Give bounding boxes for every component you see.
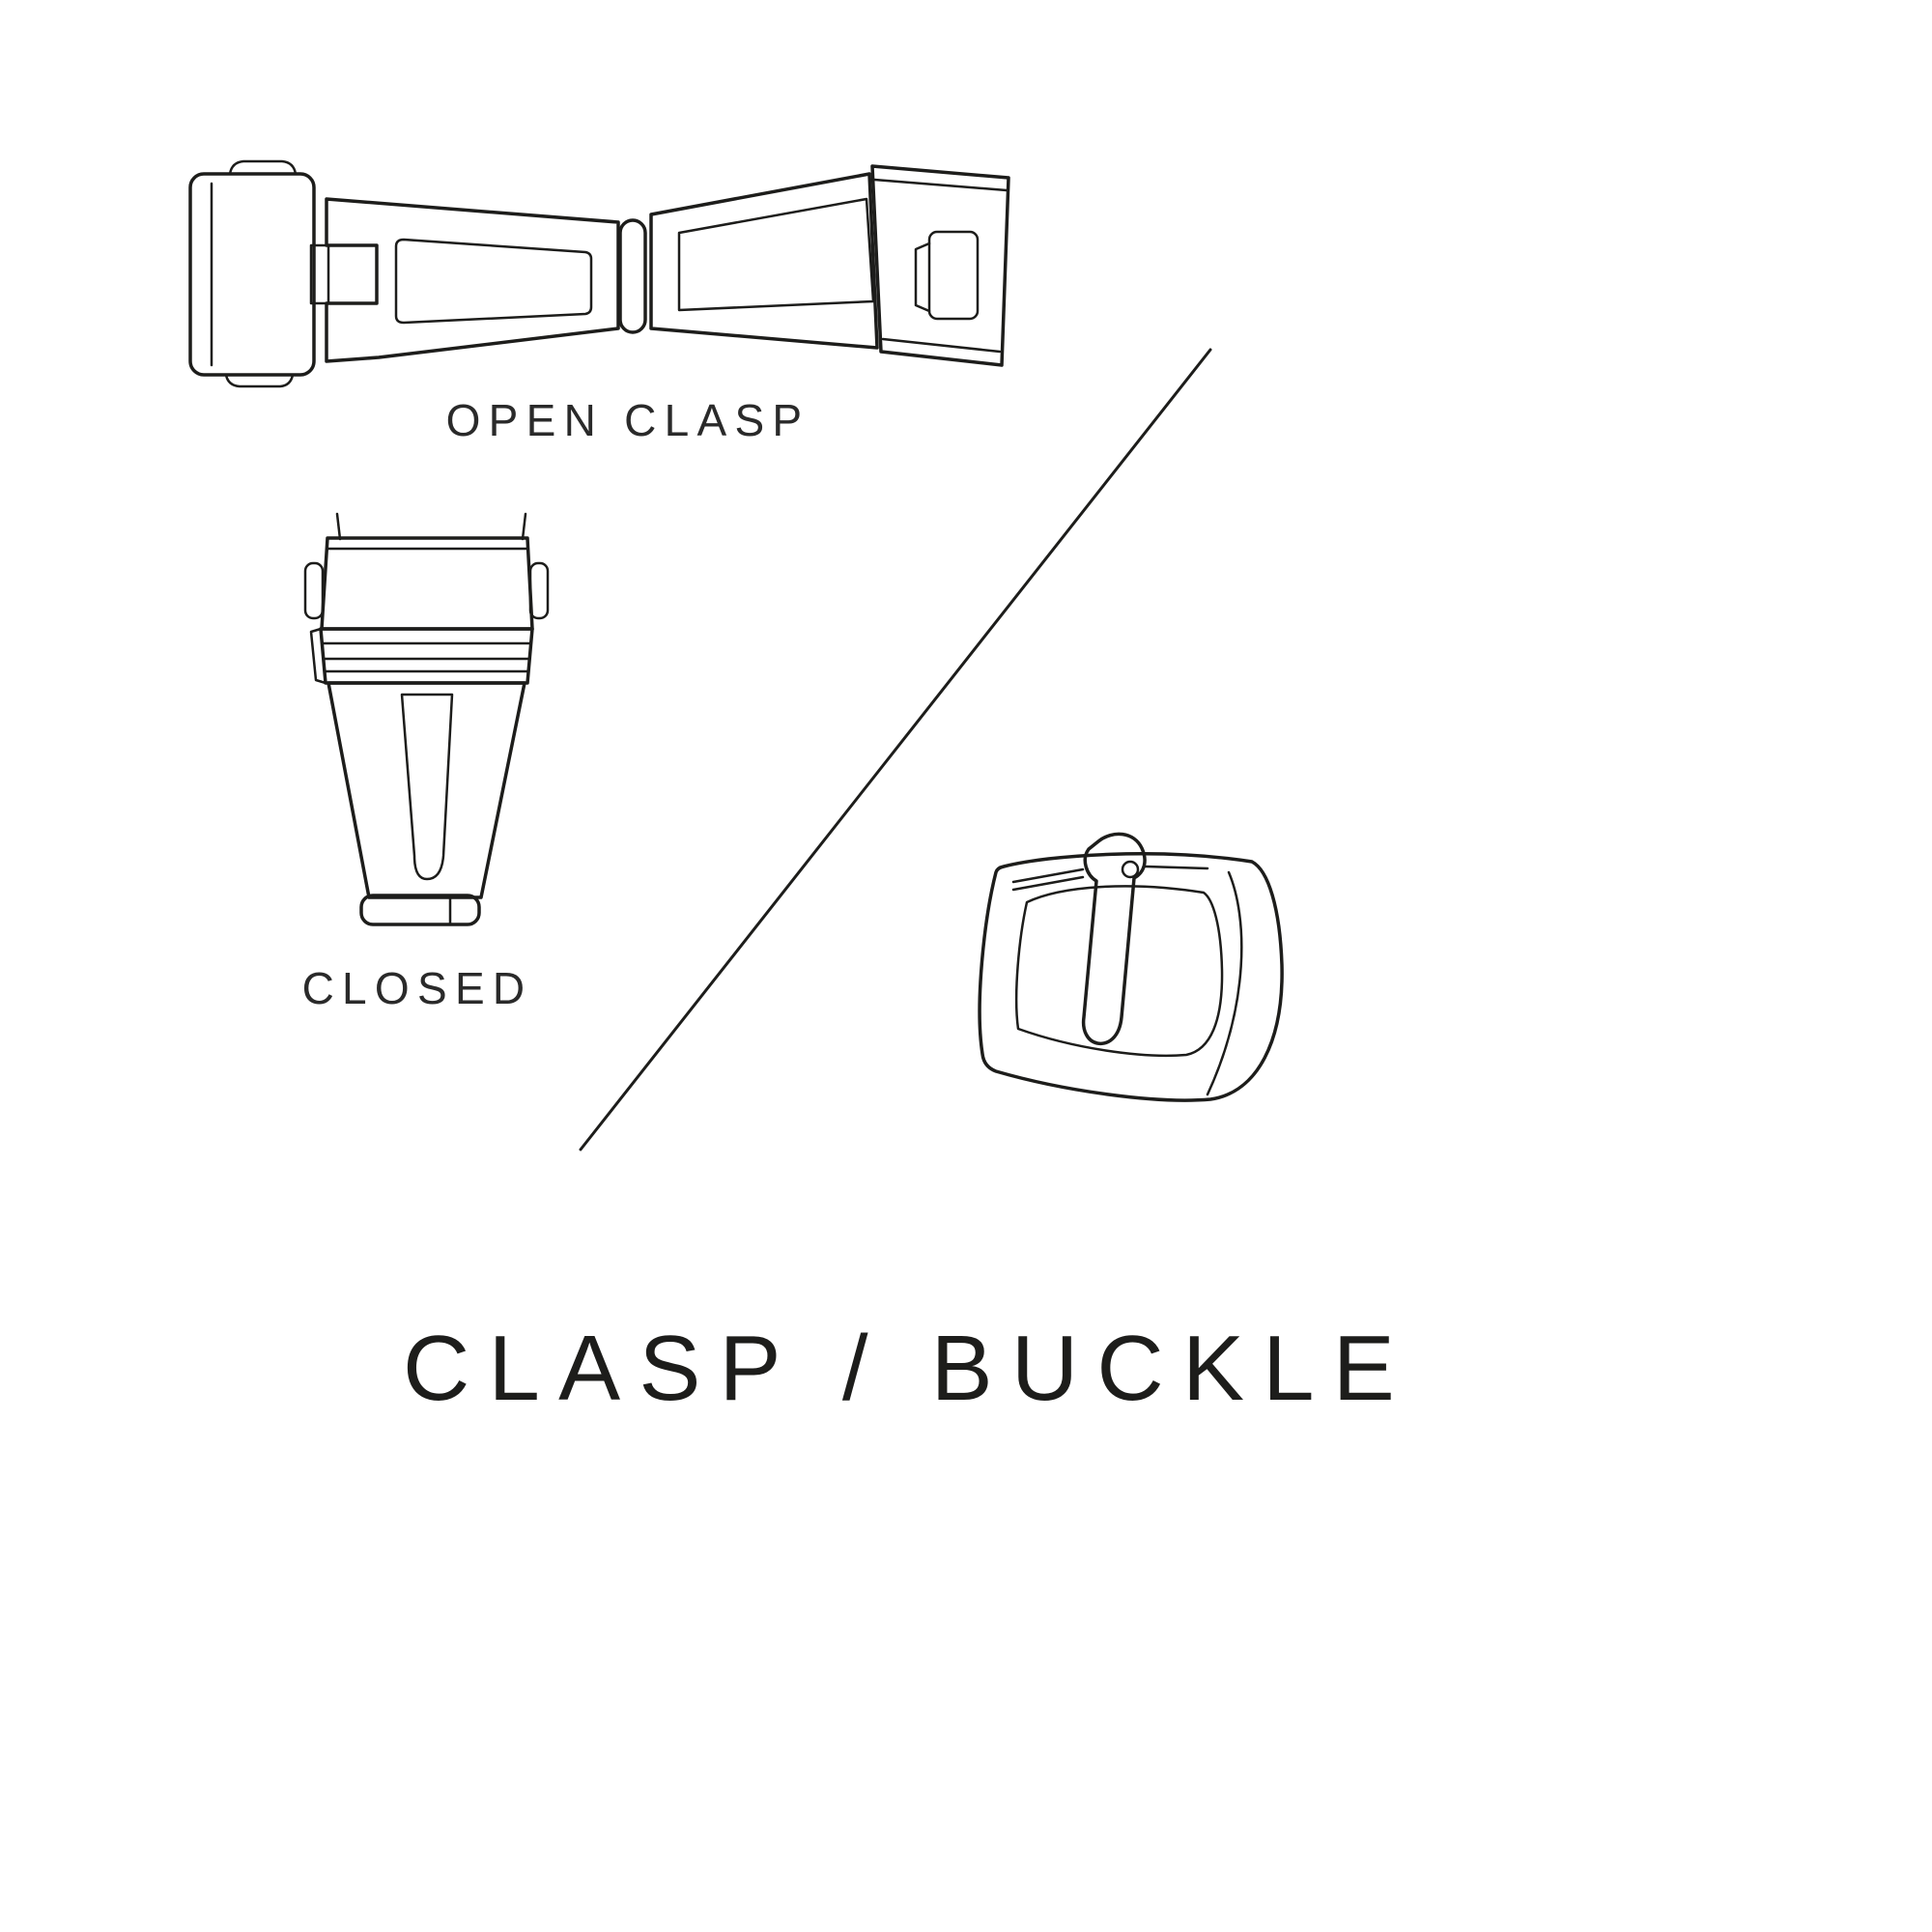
divider-line bbox=[579, 348, 1212, 1151]
buckle-illustration bbox=[978, 832, 1284, 1102]
page-title: CLASP / BUCKLE bbox=[402, 1317, 1414, 1420]
open-clasp-illustration bbox=[188, 159, 1010, 388]
closed-clasp-label: CLOSED bbox=[301, 963, 533, 1013]
closed-clasp-illustration bbox=[303, 512, 550, 926]
open-clasp-label: OPEN CLASP bbox=[445, 395, 810, 445]
